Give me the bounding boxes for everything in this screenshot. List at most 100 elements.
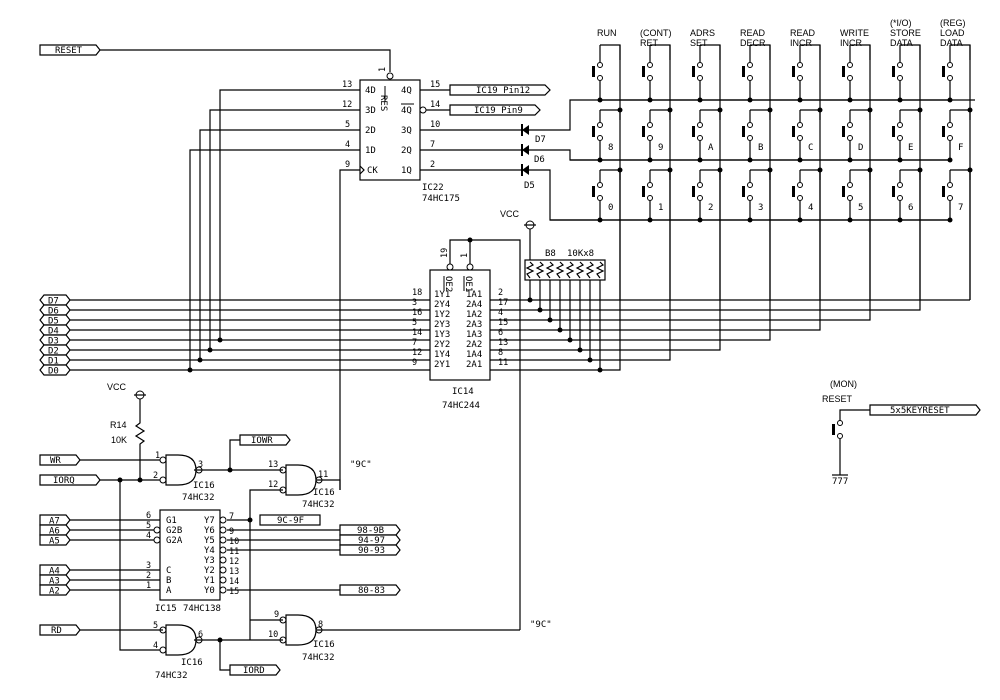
ic14-right-pin-num: 8 [498,348,503,358]
gate-body [165,454,197,486]
ic14-oe2-pin: 19 [440,248,450,258]
key-switch[interactable]: F [942,107,973,163]
pin: 13 [268,460,278,470]
key-label: 6 [908,203,913,213]
key-label: 7 [958,203,963,213]
ic15-input-pin: 5 [146,521,151,531]
ic15-input-pin: 3 [146,561,151,571]
key-switch[interactable]: 8 [592,107,623,163]
ic19-pin9-port: IC19 Pin9 [449,104,541,116]
junction [187,367,193,373]
key-switch[interactable] [592,44,621,103]
key-switch[interactable]: 4 [792,167,823,223]
ic15-input-label: C [166,566,171,576]
header-line1: (REG) [940,18,966,28]
key-switch[interactable]: C [792,107,823,163]
pin: 2 [153,471,158,481]
key-switch[interactable]: E [892,107,923,163]
key-label: D [858,143,863,153]
header-line1: WRITE [840,28,869,38]
key-switch[interactable] [892,44,921,103]
ic22-name: IC22 [422,183,444,193]
ic15-output-label: Y4 [204,546,215,556]
key-switch[interactable]: 5 [842,167,873,223]
resistor-zigzag [555,261,565,279]
key-label: 2 [708,203,713,213]
ground-text: 777 [832,477,848,487]
ic14-oe2: OE2 [443,276,453,292]
gate-body [165,624,197,656]
address-port: A7 [39,514,71,527]
key-switch[interactable] [942,44,971,103]
pin: 7 [430,140,435,150]
key-switch[interactable]: 3 [742,167,773,223]
key-switch[interactable]: D [842,107,873,163]
ic19-pin12-port: IC19 Pin12 [449,84,551,96]
g1-name: IC16 [193,481,215,491]
key-switch[interactable] [692,44,721,103]
key-switch[interactable] [842,44,871,103]
address-port: A4 [39,564,71,577]
header-line2: STORE [890,28,921,38]
ic14-right-pin-num: 6 [498,328,503,338]
range-90-93-port: 90-93 [339,544,401,556]
d5-label: D5 [524,181,535,191]
vcc-symbol-2 [134,390,146,400]
ic14-left-pin-num: 5 [412,318,417,328]
junction [207,347,213,353]
ic15-output-pin: 11 [229,547,239,557]
key-switch[interactable]: 0 [592,167,623,223]
range-9c-9f-label: 9C-9F [259,514,321,526]
key-switch[interactable]: 6 [892,167,923,223]
output-bubble [219,516,227,524]
key-label: C [808,143,813,153]
key-switch[interactable] [792,44,821,103]
ic15-output-label: Y6 [204,526,215,536]
ic15-output-pin: 12 [229,557,239,567]
range-94-text: 94-97 [358,536,385,546]
pin: 4 [345,140,350,150]
pin: 11 [318,470,328,480]
key-switch[interactable] [642,44,671,103]
header-line1: (CONT) [640,28,672,38]
key-reset-port: 5x5KEYRESET [869,404,981,416]
address-port: A3 [39,574,71,587]
header-line1: READ [790,28,816,38]
g2-name: IC16 [313,488,335,498]
ic14-right-pin-num: 4 [498,308,503,318]
ground-icon: 777 [832,474,848,487]
ic14-part: 74HC244 [442,401,480,411]
key-switch[interactable]: 1 [642,167,673,223]
ic14-left-pin-label: 2Y1 [434,360,450,370]
bus-port-label: D2 [48,347,59,357]
key-label: 4 [808,203,813,213]
key-switch[interactable]: A [692,107,723,163]
resistor-zigzag [525,261,535,279]
ic14-left-pin-num: 12 [412,348,422,358]
g4-part: 74HC32 [302,653,335,663]
input-bubble [153,526,161,534]
ic15-output-pin: 7 [229,512,234,522]
key-switch[interactable] [742,44,771,103]
ic14-right-pin-num: 2 [498,288,503,298]
address-port-label: A3 [49,577,60,587]
key-switch[interactable]: 9 [642,107,673,163]
key-switch[interactable]: B [742,107,773,163]
rd-label: RD_ [51,626,68,636]
ic15-input-label: A [166,586,172,596]
iord-port: IORD [229,664,281,676]
bus-port-label: D7 [48,297,59,307]
column-wire [490,170,671,361]
key-switch[interactable]: 7 [942,167,973,223]
address-port-label: A5 [49,537,60,547]
header-line1: READ [740,28,766,38]
or-gate-ic16-a [159,454,203,486]
output-bubble [219,546,227,554]
ic14-left-pin-num: 3 [412,298,417,308]
key-switch[interactable]: 2 [692,167,723,223]
address-port: A2 [39,584,71,597]
pin: 12 [268,480,278,490]
ic14-right-pin-label: 1A1 [466,290,482,300]
resistor-zigzag [565,261,575,279]
